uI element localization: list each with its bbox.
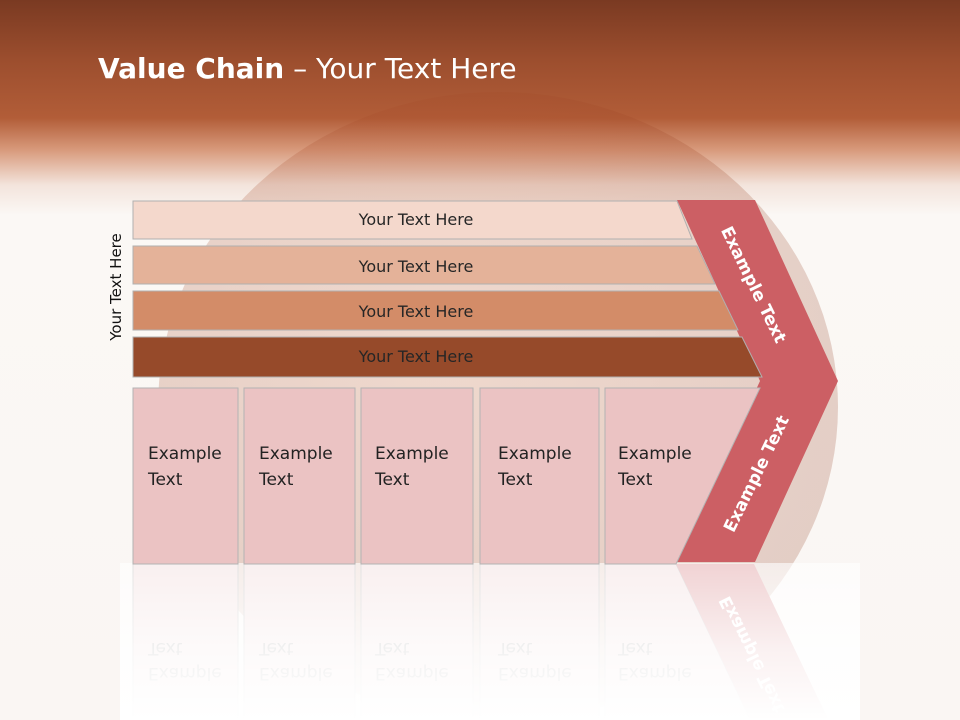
bar-3[interactable]: Your Text Here (132, 290, 739, 331)
card-4-line2: Text (497, 470, 533, 490)
bar-1-label: Your Text Here (358, 210, 474, 229)
card-2-shape (243, 387, 356, 565)
card-3-line2: Text (374, 470, 410, 490)
reflection-fade (120, 563, 860, 720)
bar-1-shape (132, 200, 693, 240)
card-5-line1: Example (618, 444, 692, 464)
card-2-line2: Text (258, 470, 294, 490)
card-3-line1: Example (375, 444, 449, 464)
card-4-shape (479, 387, 600, 565)
card-1[interactable]: Example Text (132, 387, 239, 565)
card-2[interactable]: Example Text (243, 387, 356, 565)
slide-title-rest: – Your Text Here (284, 52, 517, 85)
bar-4-label: Your Text Here (358, 347, 474, 366)
bar-4[interactable]: Your Text Here (132, 336, 763, 378)
card-1-line1: Example (148, 444, 222, 464)
card-5-line2: Text (617, 470, 653, 490)
slide-title-bold: Value Chain (98, 52, 285, 85)
card-4[interactable]: Example Text (479, 387, 600, 565)
card-5[interactable]: Example Text (604, 387, 761, 565)
slide-title[interactable]: Value Chain – Your Text Here (98, 52, 517, 96)
card-3-shape (360, 387, 474, 565)
bar-4-shape (132, 336, 763, 378)
card-2-line1: Example (259, 444, 333, 464)
bar-2-label: Your Text Here (358, 257, 474, 276)
card-1-shape (132, 387, 239, 565)
card-5-shape (604, 387, 761, 565)
card-3[interactable]: Example Text (360, 387, 474, 565)
card-4-line1: Example (498, 444, 572, 464)
bar-2-shape (132, 245, 716, 285)
chevron-shape (677, 200, 838, 562)
bar-2[interactable]: Your Text Here (132, 245, 716, 285)
bar-3-label: Your Text Here (358, 302, 474, 321)
card-1-line2: Text (147, 470, 183, 490)
bar-1[interactable]: Your Text Here (132, 200, 693, 240)
bar-3-shape (132, 290, 739, 331)
